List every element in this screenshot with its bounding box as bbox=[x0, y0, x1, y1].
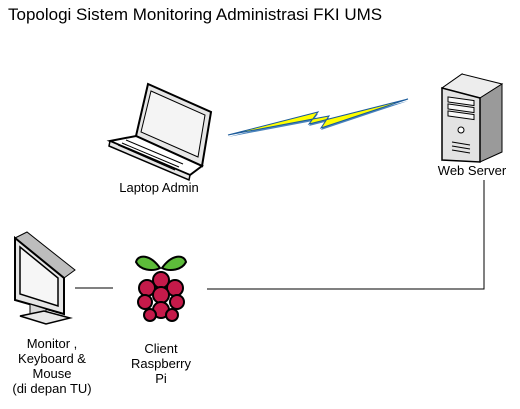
lightning-bolt-icon bbox=[227, 98, 409, 137]
server-label: Web Server bbox=[437, 163, 507, 178]
raspberry-label: Client Raspberry Pi bbox=[114, 341, 208, 386]
diagram-title: Topologi Sistem Monitoring Administrasi … bbox=[8, 5, 383, 24]
monitor-label: Monitor , Keyboard & Mouse (di depan TU) bbox=[0, 336, 104, 396]
monitor-label-line: Monitor , bbox=[26, 336, 78, 351]
link-raspberry-server bbox=[207, 180, 485, 290]
raspberry-label-line: Pi bbox=[155, 371, 167, 386]
monitor-label-line: Mouse bbox=[32, 366, 72, 381]
monitor-icon bbox=[14, 231, 76, 325]
laptop-icon bbox=[106, 82, 213, 182]
server-tower-icon bbox=[440, 73, 504, 163]
wired-links bbox=[75, 180, 485, 290]
monitor-label-line: Keyboard & bbox=[18, 351, 86, 366]
raspberry-label-line: Raspberry bbox=[131, 356, 191, 371]
laptop-label: Laptop Admin bbox=[119, 180, 199, 195]
raspberry-label-line: Client bbox=[144, 341, 178, 356]
monitor-label-line: (di depan TU) bbox=[12, 381, 92, 396]
raspberry-pi-icon bbox=[134, 255, 188, 322]
